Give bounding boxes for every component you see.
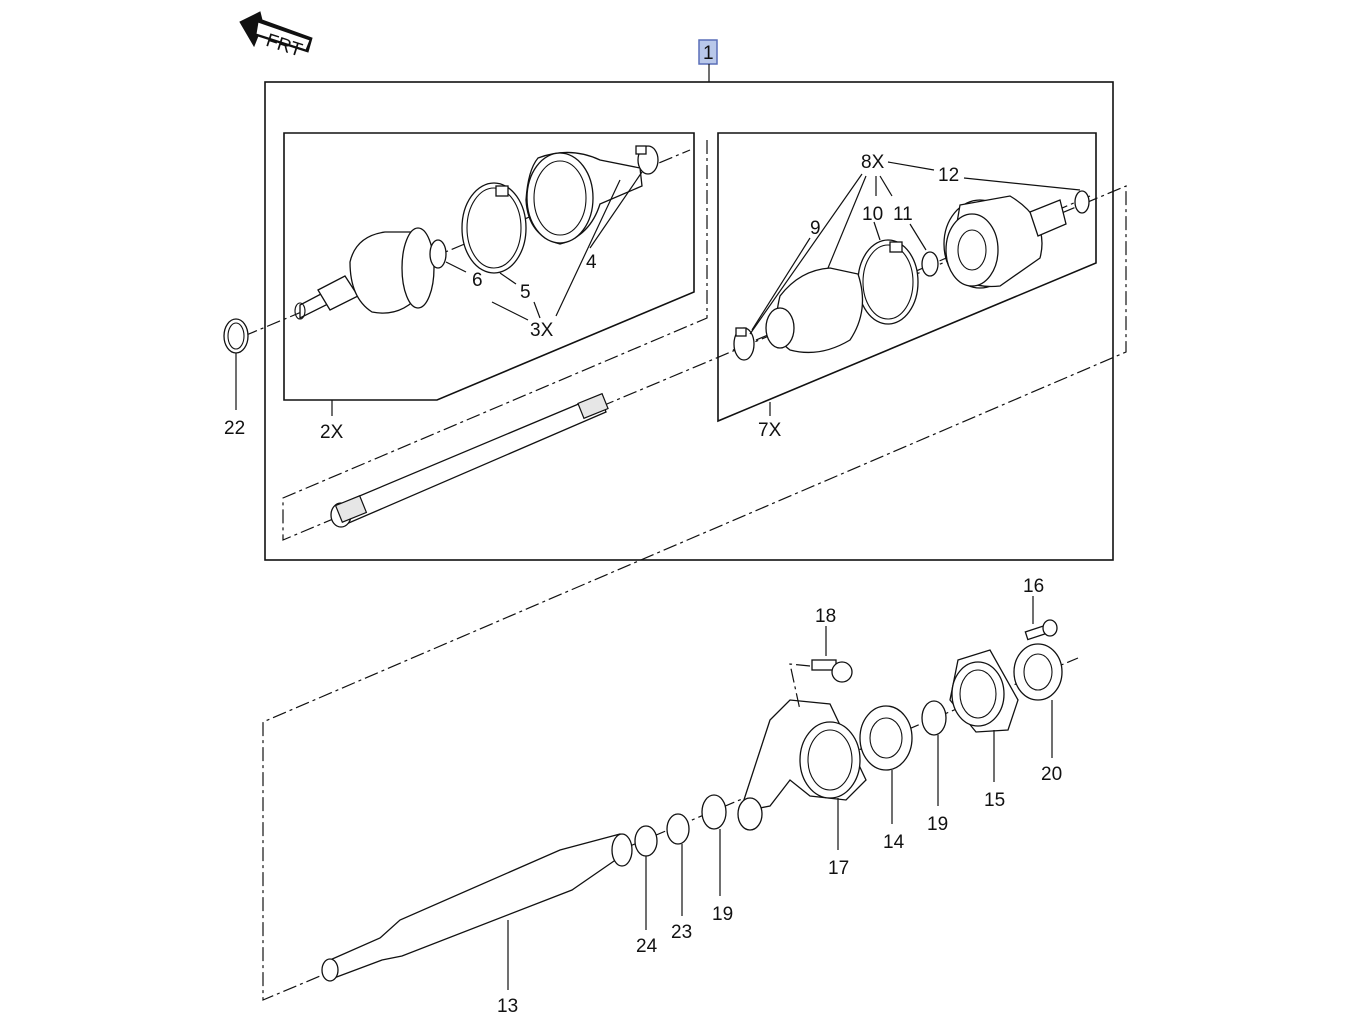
leader-lines — [235, 161, 1081, 990]
bolt-18[interactable] — [811, 659, 853, 683]
snap-ring-12[interactable] — [1074, 190, 1090, 214]
assembly-callout-label: 1 — [703, 43, 714, 64]
front-arrow-icon: FRT — [239, 11, 313, 62]
callout-6: 6 — [472, 270, 483, 291]
ring-24[interactable] — [634, 825, 658, 857]
drive-shaft-13[interactable] — [321, 833, 633, 982]
callout-3x: 3X — [530, 320, 554, 341]
circlip-19-upper[interactable] — [921, 700, 947, 736]
boot-9[interactable] — [733, 267, 864, 361]
inner-joint-kit-frame — [283, 132, 695, 401]
small-clamp-6[interactable] — [429, 239, 447, 269]
callout-18: 18 — [815, 606, 836, 627]
callout-15: 15 — [984, 790, 1005, 811]
callout-2x: 2X — [320, 422, 344, 443]
large-clamp-5[interactable] — [461, 182, 527, 274]
callout-9: 9 — [810, 218, 821, 239]
outer-joint-kit-frame — [717, 132, 1097, 423]
assembly-frame — [264, 81, 1114, 561]
bolt-16[interactable] — [1024, 619, 1058, 641]
callout-23: 23 — [671, 922, 692, 943]
callout-11: 11 — [893, 204, 913, 225]
callout-13: 13 — [497, 996, 518, 1017]
large-clamp-10[interactable] — [857, 239, 919, 325]
bearing-bracket-17[interactable] — [737, 699, 867, 831]
callout-10: 10 — [862, 204, 883, 225]
ring-23[interactable] — [666, 813, 690, 845]
bearing-housing-15[interactable] — [949, 649, 1019, 733]
callout-5: 5 — [520, 282, 531, 303]
boot-4[interactable] — [525, 145, 659, 245]
snap-ring-22[interactable] — [223, 318, 249, 354]
callout-17: 17 — [828, 858, 849, 879]
intermediate-shaft[interactable] — [330, 392, 609, 528]
callout-labels: 2X 3X 4 5 6 7X 8X 9 10 11 12 13 14 15 16… — [224, 152, 1062, 1017]
callout-19-upper: 19 — [927, 814, 948, 835]
callout-12: 12 — [938, 165, 959, 186]
circlip-19-lower[interactable] — [701, 794, 727, 830]
outer-cv-joint[interactable] — [943, 195, 1067, 289]
callout-14: 14 — [883, 832, 905, 853]
bearing-14[interactable] — [859, 705, 913, 771]
seal-20[interactable] — [1013, 643, 1063, 701]
callout-22: 22 — [224, 418, 245, 439]
callout-24: 24 — [636, 936, 658, 957]
callout-7x: 7X — [758, 420, 782, 441]
callout-4: 4 — [586, 252, 597, 273]
callout-20: 20 — [1041, 764, 1062, 785]
callout-19-lower: 19 — [712, 904, 733, 925]
callout-8x: 8X — [861, 152, 885, 173]
callout-16: 16 — [1023, 576, 1044, 597]
circlip-11[interactable] — [921, 251, 939, 277]
inner-cv-joint[interactable] — [294, 227, 435, 320]
assembly-callout-badge[interactable]: 1 — [698, 39, 718, 65]
